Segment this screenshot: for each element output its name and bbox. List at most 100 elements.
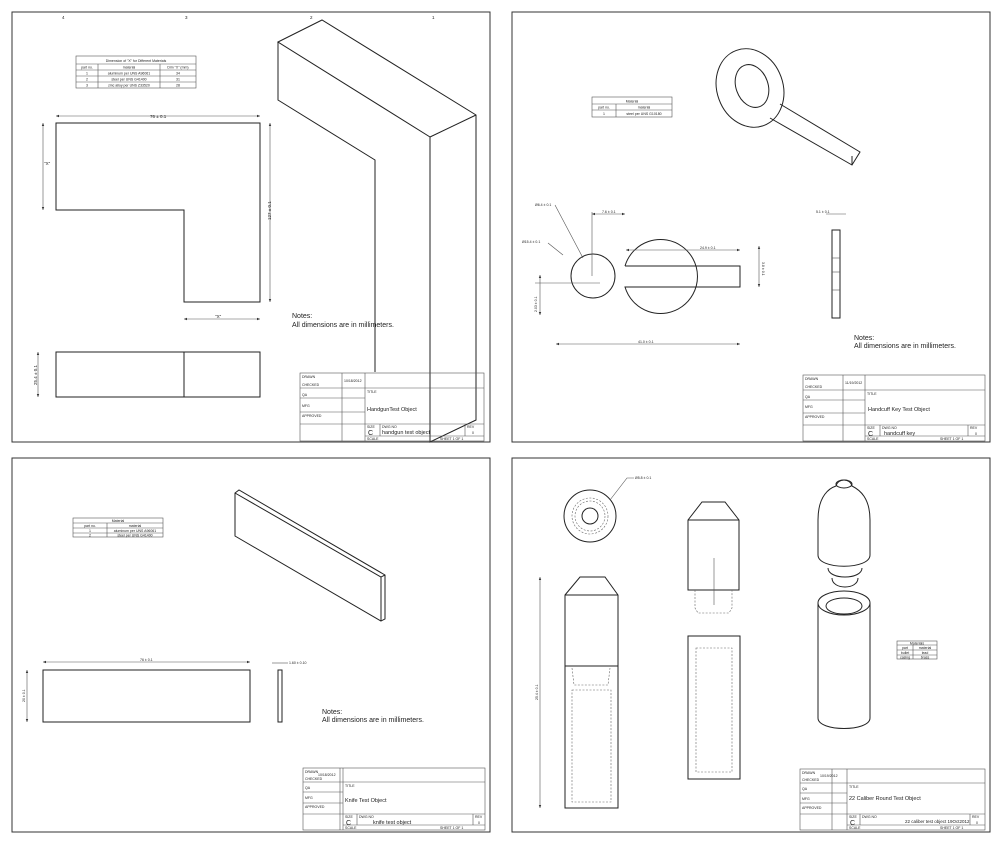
end-view: Ø5.8 ± 0.1 xyxy=(563,476,651,543)
label: MFG xyxy=(305,796,313,800)
sheet-handcuff-key: Material part no. material 1 steel per U… xyxy=(511,11,991,443)
drawing-number: 22 caliber test object 19Oct2012 xyxy=(905,819,970,824)
label: material xyxy=(919,646,932,650)
label: Dimension of "X" for Different Materials xyxy=(106,59,167,63)
label: REV xyxy=(467,425,475,429)
label: casing xyxy=(900,656,910,660)
dim-label: 41.0 ± 0.1 xyxy=(638,340,654,344)
label: part no. xyxy=(598,106,610,110)
label: 1 xyxy=(89,529,91,533)
drawing-number: handcuff key xyxy=(884,431,915,437)
side-view: 5.1 ± 0.1 xyxy=(816,210,846,319)
label: Dim "X" (mm) xyxy=(167,66,188,70)
zone-label: 1 xyxy=(432,15,435,20)
label: QA xyxy=(305,786,311,790)
notes-title: Notes: xyxy=(322,709,342,716)
label: brass xyxy=(921,656,930,660)
label: QA xyxy=(802,787,808,791)
label: material xyxy=(129,524,142,528)
sheet-knife: Material part no. material 1 aluminum pe… xyxy=(11,457,491,833)
notes-text: All dimensions are in millimeters. xyxy=(322,717,424,724)
dim-label: 1.60 ± 0.10 xyxy=(289,661,307,665)
zone-label: 4 xyxy=(62,15,65,20)
label: 28 xyxy=(176,84,180,88)
label: C xyxy=(368,430,373,437)
label: REV xyxy=(475,815,483,819)
label: 34 xyxy=(176,72,180,76)
label: 10/19/2012 xyxy=(820,774,838,778)
label: 31 xyxy=(176,78,180,82)
dim-label: 7.6 ± 0.1 xyxy=(602,210,616,214)
label: DWG NO xyxy=(862,815,877,819)
dim-label: 25.4 ± 0.1 xyxy=(535,684,539,700)
label: 1 xyxy=(603,112,605,116)
label: SIZE xyxy=(345,815,353,819)
label: MFG xyxy=(302,404,310,408)
dim-label: 76 ± 0.1 xyxy=(150,114,167,119)
notes-text: All dimensions are in millimeters. xyxy=(292,322,394,329)
dim-label: 76 ± 0.1 xyxy=(140,658,153,662)
dim-label: 5.1 ± 0.1 xyxy=(816,210,830,214)
dim-label: 24.9 ± 0.1 xyxy=(700,246,716,250)
label: 10/18/2012 xyxy=(318,773,336,777)
label: APPROVED xyxy=(302,414,322,418)
label: SHEET 1 OF 1 xyxy=(440,437,463,441)
material-table: Dimension of "X" for Different Materials… xyxy=(75,55,197,89)
notes-text: All dimensions are in millimeters. xyxy=(854,343,956,350)
isometric-view xyxy=(234,489,386,622)
label: 2 xyxy=(86,78,88,82)
drawing-title: Knife Test Object xyxy=(345,798,387,804)
label: REV xyxy=(972,815,980,819)
label: part no. xyxy=(81,66,93,70)
label: 0 xyxy=(975,432,977,436)
label: SCALE xyxy=(849,826,861,830)
label: Materials xyxy=(910,642,924,646)
material-table: Material part no. material 1 aluminum pe… xyxy=(72,517,164,538)
label: CHECKED xyxy=(802,778,820,782)
label: SHEET 1 OF 1 xyxy=(940,437,963,441)
top-view-outline xyxy=(42,669,251,723)
label: 1 xyxy=(86,72,88,76)
label: QA xyxy=(302,393,308,397)
title-block: DRAWN 11/19/2012 CHECKED QA MFG APPROVED… xyxy=(802,374,986,442)
label: CHECKED xyxy=(305,777,323,781)
label: lead xyxy=(922,651,929,655)
dim-label: 20 ± 0.1 xyxy=(22,689,26,702)
title-block: DRAWN 10/18/2012 CHECKED QA MFG APPROVED… xyxy=(299,372,485,442)
label: zinc alloy per UNS Z33520 xyxy=(108,84,150,88)
dim-label: Ø15.4 ± 0.1 xyxy=(522,240,540,244)
dim-label: Ø5.8 ± 0.1 xyxy=(635,476,651,480)
label: DWG NO xyxy=(382,425,397,429)
label: Material xyxy=(626,100,639,104)
label: CHECKED xyxy=(805,385,823,389)
isometric-view xyxy=(276,19,477,443)
label: 11/19/2012 xyxy=(845,381,862,385)
label: APPROVED xyxy=(805,415,825,419)
label: steel per UNS G41400 xyxy=(117,534,152,538)
label: MFG xyxy=(802,797,810,801)
dim-label: "X" xyxy=(44,161,51,166)
label: CHECKED xyxy=(302,383,320,387)
side-view-outline xyxy=(277,669,283,723)
label: DWG NO xyxy=(882,426,897,430)
notes-title: Notes: xyxy=(854,335,874,342)
label: APPROVED xyxy=(305,805,325,809)
material-table: Material part no. material 1 steel per U… xyxy=(591,96,673,118)
label: SHEET 1 OF 1 xyxy=(440,826,463,830)
label: APPROVED xyxy=(802,806,822,810)
label: 3 xyxy=(86,84,88,88)
isometric-view xyxy=(715,48,861,166)
title-block: DRAWN 10/18/2012 CHECKED QA MFG APPROVED… xyxy=(302,767,486,831)
drawing-number: handgun test object xyxy=(382,430,430,436)
label: SCALE xyxy=(367,437,379,441)
dim-label: "X" xyxy=(215,314,222,319)
label: DRAWN xyxy=(305,770,319,774)
sheet-border xyxy=(511,11,991,443)
label: SCALE xyxy=(345,826,357,830)
dim-label: 127 ± 0.1 xyxy=(267,201,272,220)
label: C xyxy=(346,820,351,827)
label: part xyxy=(902,646,908,650)
notes-title: Notes: xyxy=(292,313,312,320)
label: 10/18/2012 xyxy=(344,379,362,383)
label: TITLE xyxy=(345,784,355,788)
